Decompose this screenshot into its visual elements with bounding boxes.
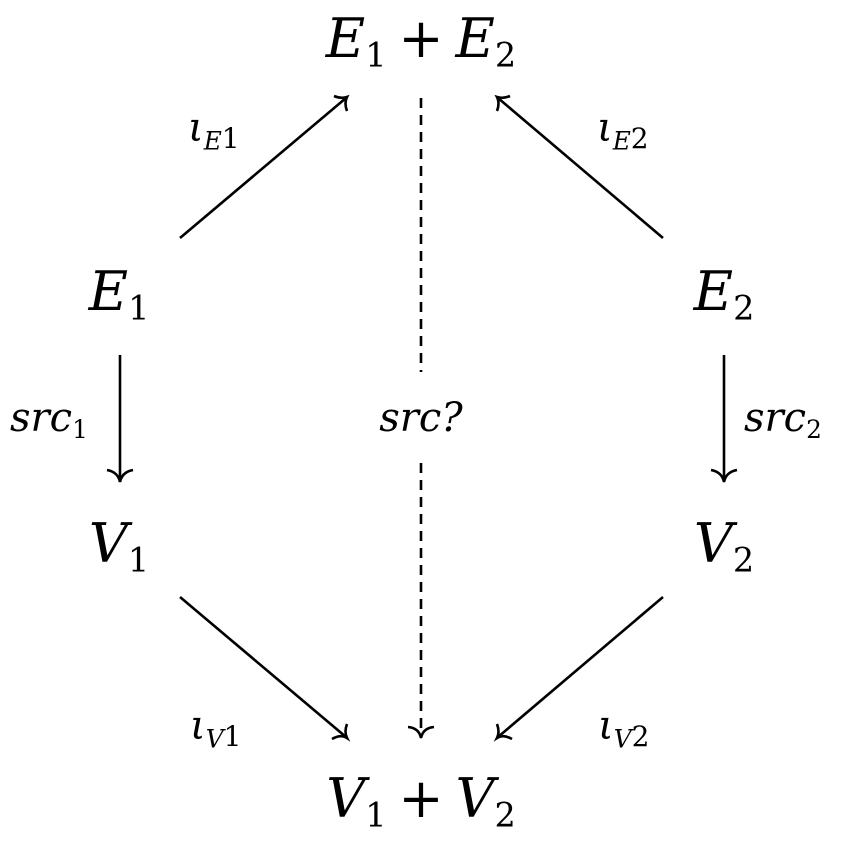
label-src2-base: src [744, 395, 807, 441]
node-top-a: E [325, 7, 366, 70]
label-iota-e1: ιE1 [188, 108, 240, 154]
label-iota-v2-sub: V [613, 724, 632, 754]
node-bottom-b-sub: 2 [494, 795, 516, 835]
node-e2: E2 [694, 265, 755, 325]
label-iota-v1: ιV1 [190, 706, 241, 752]
node-e1-plus-e2: E1+E2 [326, 12, 516, 72]
label-iota-v1-subsub: 1 [223, 720, 242, 753]
node-v2-sub: 2 [732, 540, 755, 580]
label-iota-v2-subsub: 2 [631, 720, 650, 753]
node-v1-base: V [88, 512, 128, 575]
arrow-src2 [710, 355, 738, 483]
node-v1-plus-v2: V1+V2 [326, 772, 516, 832]
label-src2: src2 [744, 398, 822, 443]
label-src-question: src? [379, 398, 463, 438]
node-e2-sub: 2 [733, 288, 755, 328]
arrow-iota-e2 [494, 94, 664, 239]
label-iota-e2-subsub: 2 [630, 122, 649, 155]
node-e2-base: E [693, 260, 734, 323]
arrow-iota-v1 [179, 596, 351, 742]
label-iota-v2-symbol: ι [598, 703, 614, 749]
node-v1-sub: 1 [127, 540, 150, 580]
label-iota-e1-sub: E [203, 126, 222, 156]
node-v1: V1 [89, 517, 149, 577]
arrow-src-question [407, 98, 435, 739]
node-top-a-sub: 1 [365, 35, 387, 75]
node-top-b: E [455, 7, 495, 70]
node-bottom-op: + [398, 767, 444, 830]
node-e1-base: E [88, 260, 129, 323]
node-v2: V2 [694, 517, 754, 577]
node-bottom-b: V [455, 767, 495, 830]
node-top-op: + [398, 7, 444, 70]
label-iota-v2: ιV2 [598, 706, 649, 752]
node-e1-sub: 1 [128, 288, 150, 328]
label-iota-e1-symbol: ι [188, 105, 204, 151]
label-iota-e2-symbol: ι [597, 105, 613, 151]
arrow-src1 [106, 355, 134, 483]
label-iota-v1-symbol: ι [190, 703, 206, 749]
arrow-iota-v2 [493, 596, 664, 742]
label-iota-e2-sub: E [612, 126, 631, 156]
label-iota-v1-sub: V [205, 724, 224, 754]
node-e1: E1 [89, 265, 150, 325]
node-bottom-a: V [326, 767, 366, 830]
label-src1-base: src [10, 395, 73, 441]
label-src1: src1 [10, 398, 88, 443]
label-iota-e1-subsub: 1 [221, 122, 240, 155]
label-src2-sub: 2 [806, 414, 822, 444]
node-top-b-sub: 2 [494, 35, 517, 75]
label-src1-sub: 1 [72, 414, 88, 444]
label-iota-e2: ιE2 [597, 108, 649, 154]
arrow-iota-e1 [179, 94, 350, 239]
label-src-question-text: src? [379, 395, 463, 441]
node-v2-base: V [693, 512, 733, 575]
node-bottom-a-sub: 1 [365, 795, 387, 835]
